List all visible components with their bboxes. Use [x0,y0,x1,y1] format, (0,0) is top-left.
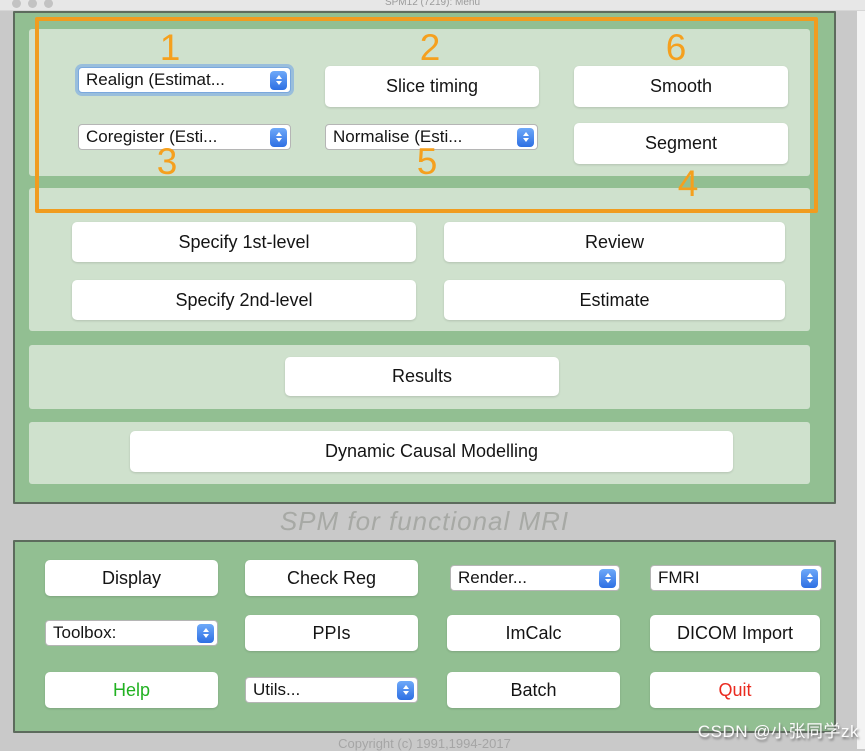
menu-panel: Realign (Estimat... Slice timing Smooth … [13,11,836,504]
check-reg-button[interactable]: Check Reg [245,560,418,596]
smooth-button[interactable]: Smooth [574,66,788,107]
help-button[interactable]: Help [45,672,218,708]
ppis-button[interactable]: PPIs [245,615,418,651]
fmri-dropdown[interactable]: FMRI [650,565,822,591]
imcalc-button[interactable]: ImCalc [447,615,620,651]
dropdown-stepper-icon [270,70,287,90]
dropdown-stepper-icon [599,568,616,588]
dropdown-stepper-icon [397,680,414,700]
realign-dropdown[interactable]: Realign (Estimat... [78,67,291,93]
specify-1st-level-button[interactable]: Specify 1st-level [72,222,416,262]
coregister-dropdown[interactable]: Coregister (Esti... [78,124,291,150]
dropdown-stepper-icon [517,127,534,147]
render-dropdown-label: Render... [458,568,527,587]
coregister-dropdown-label: Coregister (Esti... [86,127,218,146]
minimize-button[interactable] [28,0,37,8]
render-dropdown[interactable]: Render... [450,565,620,591]
titlebar: SPM12 (7219): Menu [0,0,865,11]
window-right-margin [857,0,865,749]
results-button[interactable]: Results [285,357,559,396]
realign-dropdown-label: Realign (Estimat... [86,70,225,89]
dropdown-stepper-icon [197,623,214,643]
toolbox-dropdown-label: Toolbox: [53,623,117,642]
dynamic-causal-modelling-button[interactable]: Dynamic Causal Modelling [130,431,733,472]
close-button[interactable] [12,0,21,8]
toolbox-dropdown[interactable]: Toolbox: [45,620,218,646]
tools-panel: Display Check Reg Render... FMRI Toolbox… [13,540,836,733]
normalise-dropdown-label: Normalise (Esti... [333,127,463,146]
dropdown-stepper-icon [801,568,818,588]
utils-dropdown-label: Utils... [253,680,301,699]
fmri-dropdown-label: FMRI [658,568,700,587]
segment-button[interactable]: Segment [574,123,788,164]
dicom-import-button[interactable]: DICOM Import [650,615,820,651]
csdn-watermark: CSDN @小张同学zk [697,722,859,741]
spm-tagline: SPM for functional MRI [279,506,570,536]
dropdown-stepper-icon [270,127,287,147]
review-button[interactable]: Review [444,222,785,262]
window-title: SPM12 (7219): Menu [384,0,481,8]
specify-2nd-level-button[interactable]: Specify 2nd-level [72,280,416,320]
quit-button[interactable]: Quit [650,672,820,708]
copyright-text: Copyright (c) 1991,1994-2017 [338,736,511,751]
zoom-button[interactable] [44,0,53,8]
estimate-button[interactable]: Estimate [444,280,785,320]
display-button[interactable]: Display [45,560,218,596]
batch-button[interactable]: Batch [447,672,620,708]
slice-timing-button[interactable]: Slice timing [325,66,539,107]
normalise-dropdown[interactable]: Normalise (Esti... [325,124,538,150]
utils-dropdown[interactable]: Utils... [245,677,418,703]
